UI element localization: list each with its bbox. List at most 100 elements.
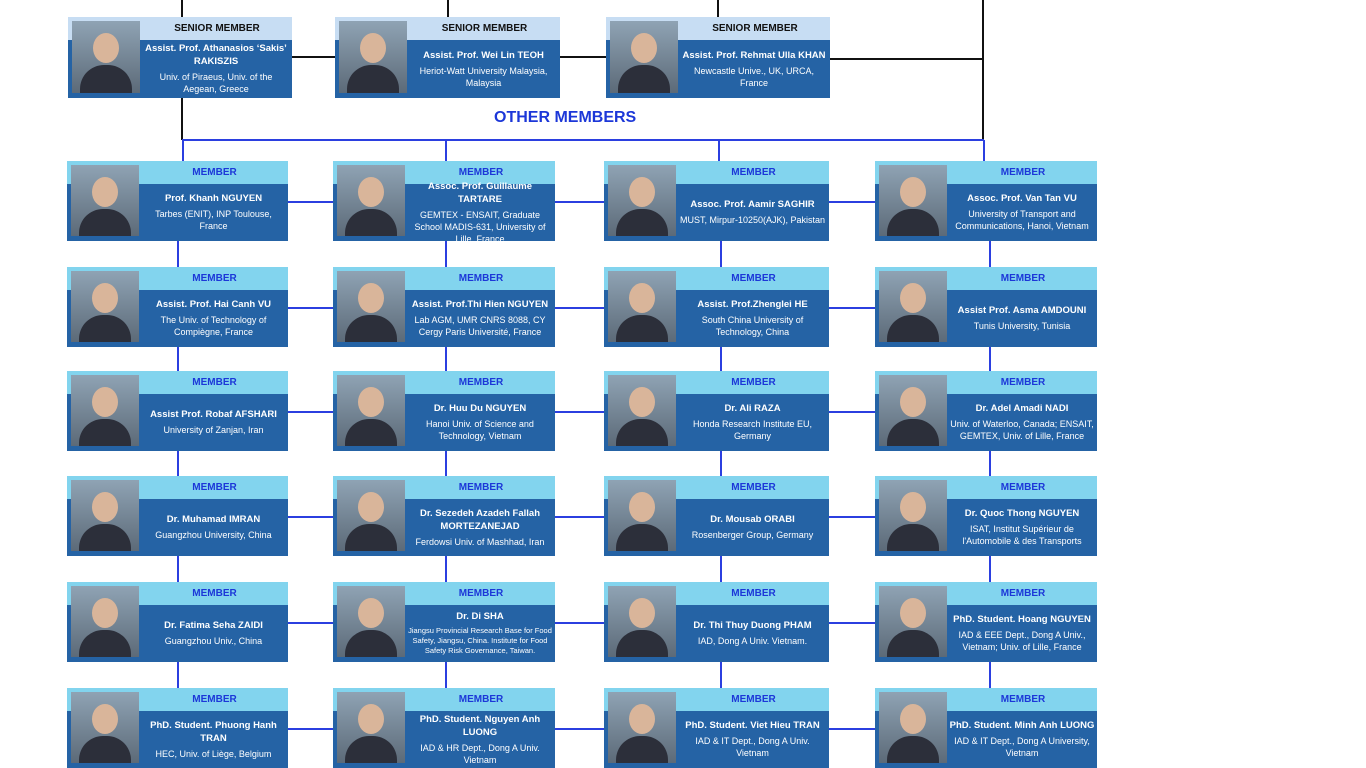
person-body-icon (79, 209, 131, 236)
connector-line (177, 556, 179, 582)
connector-line (288, 411, 333, 413)
person-head-icon (629, 177, 655, 207)
other-members-heading: OTHER MEMBERS (494, 109, 637, 126)
member-name: Assist. Prof.Thi Hien NGUYEN (411, 299, 549, 310)
member-affiliation: GEMTEX - ENSAIT, Graduate School MADIS-6… (414, 209, 546, 244)
role-label: MEMBER (731, 694, 776, 705)
connector-line (555, 516, 604, 518)
connector-line (292, 56, 335, 58)
member-affiliation: Ferdowsi Univ. of Mashhad, Iran (415, 536, 545, 547)
person-body-icon (345, 315, 397, 342)
connector-line (181, 0, 183, 18)
person-body-icon (345, 209, 397, 236)
member-card: MEMBER Dr. Sezedeh Azadeh Fallah MORTEZA… (333, 476, 555, 556)
member-card: MEMBER Assist. Prof. Hai Canh VU The Uni… (67, 267, 288, 347)
member-name: PhD. Student. Nguyen Anh LUONG (419, 713, 541, 738)
role-label: MEMBER (731, 588, 776, 599)
member-name: Dr. Ali RAZA (724, 403, 781, 414)
connector-line (829, 201, 875, 203)
member-photo (71, 692, 139, 763)
person-body-icon (79, 315, 131, 342)
person-head-icon (358, 387, 384, 417)
role-label: MEMBER (1000, 694, 1046, 705)
member-affiliation: IAD & IT Dept., Dong A University, Vietn… (954, 736, 1090, 758)
connector-line (555, 728, 604, 730)
person-body-icon (616, 209, 668, 236)
person-body-icon (79, 419, 131, 446)
member-photo (71, 586, 139, 657)
role-label: MEMBER (731, 377, 776, 388)
member-photo (608, 375, 676, 446)
member-name: Dr. Huu Du NGUYEN (433, 403, 527, 414)
connector-line (445, 241, 447, 267)
member-card: MEMBER Dr. Huu Du NGUYEN Hanoi Univ. of … (333, 371, 555, 451)
member-card: MEMBER PhD. Student. Nguyen Anh LUONG IA… (333, 688, 555, 768)
member-name: Assist. Prof. Wei Lin TEOH (423, 49, 544, 61)
role-label: MEMBER (192, 167, 237, 178)
member-name: Assoc. Prof. Guillaume TARTARE (428, 180, 532, 205)
person-head-icon (358, 704, 384, 734)
member-affiliation: IAD & HR Dept., Dong A Univ. Vietnam (420, 742, 540, 765)
person-head-icon (629, 283, 655, 313)
person-head-icon (360, 33, 386, 63)
member-name: Dr. Sezedeh Azadeh Fallah MORTEZANEJAD (419, 507, 541, 532)
connector-line (445, 556, 447, 582)
member-card: MEMBER PhD. Student. Hoang NGUYEN IAD & … (875, 582, 1097, 662)
member-name: Dr. Fatima Seha ZAIDI (164, 620, 263, 631)
person-body-icon (345, 419, 397, 446)
member-photo (608, 271, 676, 342)
connector-line (989, 556, 991, 582)
member-name: Assoc. Prof. Aamir SAGHIR (690, 199, 815, 210)
connector-line (445, 347, 447, 371)
member-name: Dr. Adel Amadi NADI (975, 403, 1069, 414)
member-photo (879, 586, 947, 657)
member-photo (608, 586, 676, 657)
member-photo (337, 692, 405, 763)
connector-line (445, 451, 447, 476)
person-head-icon (358, 598, 384, 628)
member-photo (337, 271, 405, 342)
role-label: MEMBER (192, 588, 237, 599)
person-head-icon (631, 33, 657, 63)
member-affiliation: MUST, Mirpur-10250(AJK), Pakistan (679, 215, 826, 225)
connector-line (288, 516, 333, 518)
role-label: MEMBER (458, 273, 504, 284)
person-head-icon (358, 492, 384, 522)
connector-line (555, 307, 604, 309)
member-card: MEMBER Dr. Mousab ORABI Rosenberger Grou… (604, 476, 829, 556)
person-body-icon (618, 65, 670, 93)
member-name: PhD. Student. Minh Anh LUONG (949, 720, 1095, 731)
senior-card: SENIOR MEMBER Assist. Prof. Athanasios ‘… (68, 17, 292, 98)
person-head-icon (92, 598, 118, 628)
member-affiliation: HEC, Univ. of Liège, Belgium (155, 748, 272, 759)
person-body-icon (616, 315, 668, 342)
person-body-icon (616, 419, 668, 446)
person-body-icon (79, 736, 131, 763)
connector-line (829, 411, 875, 413)
role-label: MEMBER (1000, 377, 1046, 388)
member-affiliation: Univ. of Waterloo, Canada; ENSAIT, GEMTE… (950, 419, 1094, 441)
person-body-icon (345, 736, 397, 763)
member-name: Assoc. Prof. Van Tan VU (967, 193, 1077, 204)
member-affiliation: The Univ. of Technology of Compiègne, Fr… (160, 315, 267, 337)
role-label: MEMBER (1000, 273, 1046, 284)
connector-line (720, 662, 722, 688)
person-head-icon (93, 33, 119, 63)
person-head-icon (92, 177, 118, 207)
member-card: MEMBER Assoc. Prof. Aamir SAGHIR MUST, M… (604, 161, 829, 241)
member-card: MEMBER Dr. Ali RAZA Honda Research Insti… (604, 371, 829, 451)
connector-line (982, 0, 984, 140)
connector-line (555, 201, 604, 203)
person-head-icon (92, 283, 118, 313)
connector-line (288, 622, 333, 624)
member-affiliation: Heriot-Watt University Malaysia, Malaysi… (419, 65, 548, 88)
member-photo (71, 375, 139, 446)
member-affiliation: University of Transport and Communicatio… (955, 209, 1089, 231)
person-head-icon (900, 492, 926, 522)
person-body-icon (887, 524, 939, 551)
connector-line (445, 662, 447, 688)
person-body-icon (347, 65, 399, 93)
person-body-icon (345, 524, 397, 551)
person-head-icon (629, 704, 655, 734)
connector-line (829, 307, 875, 309)
